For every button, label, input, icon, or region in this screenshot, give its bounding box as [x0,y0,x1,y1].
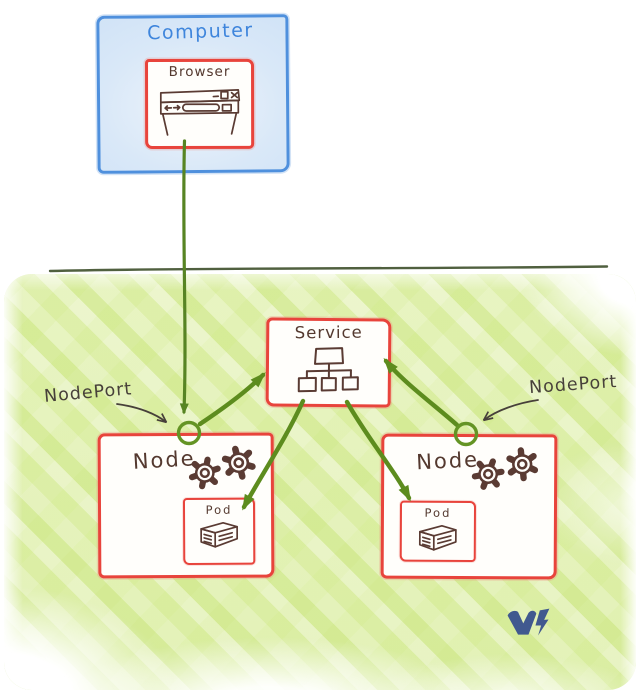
gear-icon [181,440,267,498]
pod-box-right: Pod [399,500,477,563]
node-box-left: Node Pod [97,432,275,579]
pod-box-icon [418,524,457,551]
computer-label: Computer [146,19,254,45]
gear-icon [464,441,550,499]
v-logo-icon [507,608,550,636]
browser-box: Browser [145,58,255,150]
service-label: Service [294,322,363,343]
pod-box-left: Pod [182,497,256,566]
browser-window-icon [159,88,241,136]
browser-label: Browser [168,63,231,80]
node-box-right: Node Pod [380,433,558,580]
pod-label-left: Pod [205,502,233,517]
pod-box-icon [200,521,239,548]
pod-label-right: Pod [424,505,452,520]
service-box: Service [265,317,392,408]
hierarchy-icon [297,347,359,393]
computer-box: Computer Browser [96,14,290,174]
network-separator-line [48,265,609,273]
